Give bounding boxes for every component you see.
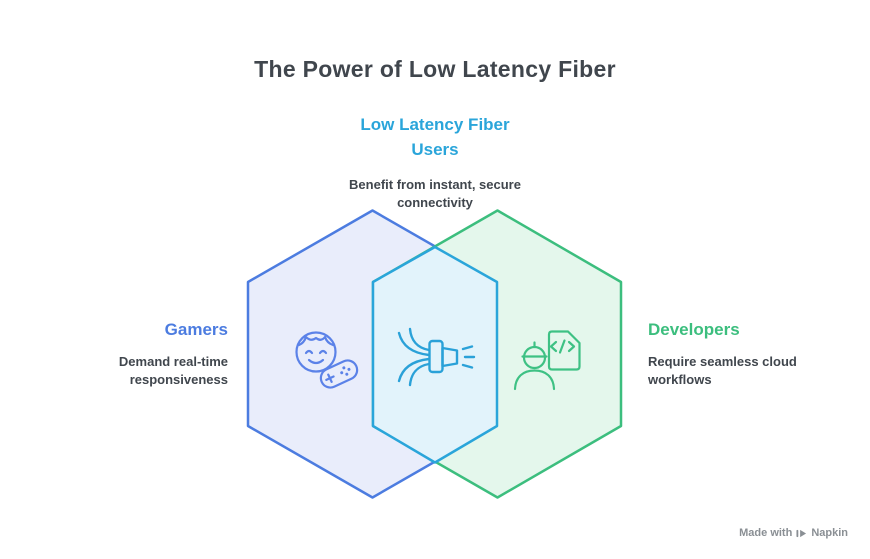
code-chevron-right [567,340,576,353]
gamer-hair [297,335,335,347]
gamepad-button [347,367,351,371]
gamepad-dpad [325,373,335,383]
center-group-label: Low Latency Fiber Users [360,115,510,159]
fiber-optic-connector-icon [397,327,476,387]
gamepad-button [340,371,344,375]
fiber-strand [397,357,431,383]
fiber-strand [397,331,431,357]
gamer-head [295,331,337,373]
watermark-brand: Napkin [811,527,848,539]
hexagon-overlap-users [371,245,499,464]
connector-tip [441,346,459,368]
fiber-strand [408,362,431,387]
gamepad-button [345,372,349,376]
page-title: The Power of Low Latency Fiber [254,56,616,82]
gamer-smile [307,358,325,365]
fiber-strand [408,327,431,352]
code-chevron-left [549,340,558,353]
code-slash [558,339,566,354]
gamepad-body [319,359,359,389]
gamer-eye-left [304,349,314,355]
right-group-label: Developers [648,320,740,339]
light-ray [461,345,474,351]
watermark-prefix: Made with [739,527,793,539]
gamepad [319,359,359,389]
gamer-eye-right [318,349,328,355]
right-group-description: Require seamless cloud workflows [648,354,797,387]
gamepad-button [342,366,346,370]
left-group-label: Gamers [164,320,228,339]
napkin-play-icon [796,529,807,537]
center-group-description: Benefit from instant, secure connectivit… [349,177,521,210]
developer-shoulders [513,369,556,391]
gamer-face-controller-icon [295,331,359,389]
left-group-description: Demand real-time responsiveness [118,354,228,387]
light-ray [461,363,474,369]
napkin-watermark[interactable]: Made with Napkin [739,527,848,539]
code-document [547,330,581,371]
developer-code-document-icon [513,330,581,391]
